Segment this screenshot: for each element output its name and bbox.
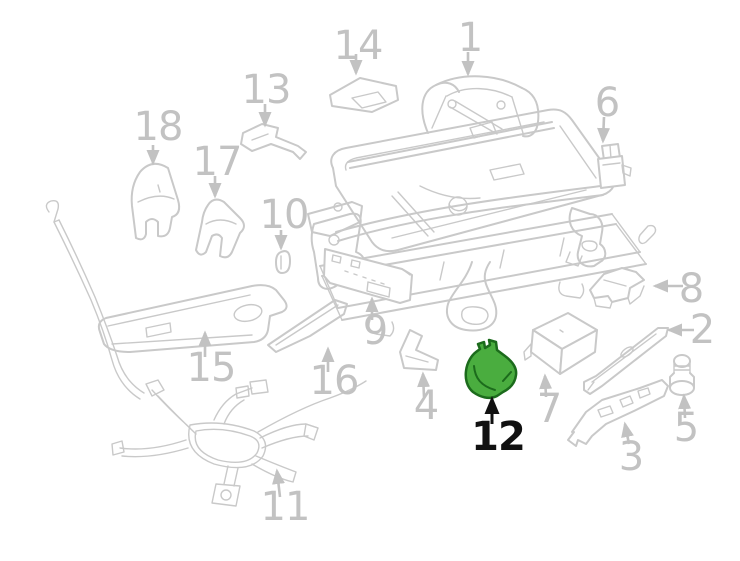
part-12-highlighted-bracket[interactable]	[464, 338, 518, 400]
callout-4[interactable]: 4	[413, 383, 439, 429]
callout-12-highlighted[interactable]: 12	[471, 414, 526, 460]
cable	[45, 199, 145, 400]
part-14-plate	[329, 77, 399, 113]
callout-15[interactable]: 15	[186, 345, 237, 391]
callout-3[interactable]: 3	[618, 434, 644, 480]
callout-13[interactable]: 13	[241, 67, 292, 113]
part-5-bolt	[669, 354, 695, 396]
callout-14[interactable]: 14	[333, 23, 384, 69]
part-8-bracket	[589, 267, 645, 309]
callout-8[interactable]: 8	[678, 266, 704, 312]
part-3-plate	[567, 379, 669, 447]
part-10-grommet	[275, 250, 291, 274]
callout-5[interactable]: 5	[673, 405, 699, 451]
callout-9[interactable]: 9	[362, 308, 388, 354]
part-17-cover	[195, 198, 245, 259]
callout-17[interactable]: 17	[192, 139, 243, 185]
callout-18[interactable]: 18	[133, 104, 184, 150]
callout-11[interactable]: 11	[260, 484, 311, 530]
callout-7[interactable]: 7	[536, 386, 562, 432]
callout-arrows	[146, 52, 694, 498]
callout-1[interactable]: 1	[457, 15, 483, 61]
callout-2[interactable]: 2	[689, 307, 715, 353]
part-6-switch	[597, 143, 632, 189]
part-9-switch-panel	[323, 248, 413, 304]
part-15-shield	[97, 284, 288, 353]
part-11-wiring-harness	[111, 379, 367, 507]
part-4-bracket	[399, 329, 439, 371]
part-13-bracket	[240, 123, 307, 160]
callout-16[interactable]: 16	[309, 358, 360, 404]
part-7-module	[523, 312, 598, 375]
callout-6[interactable]: 6	[594, 80, 620, 126]
callout-10[interactable]: 10	[259, 192, 310, 238]
part-16-strip	[267, 299, 348, 353]
part-18-cover	[130, 162, 181, 241]
